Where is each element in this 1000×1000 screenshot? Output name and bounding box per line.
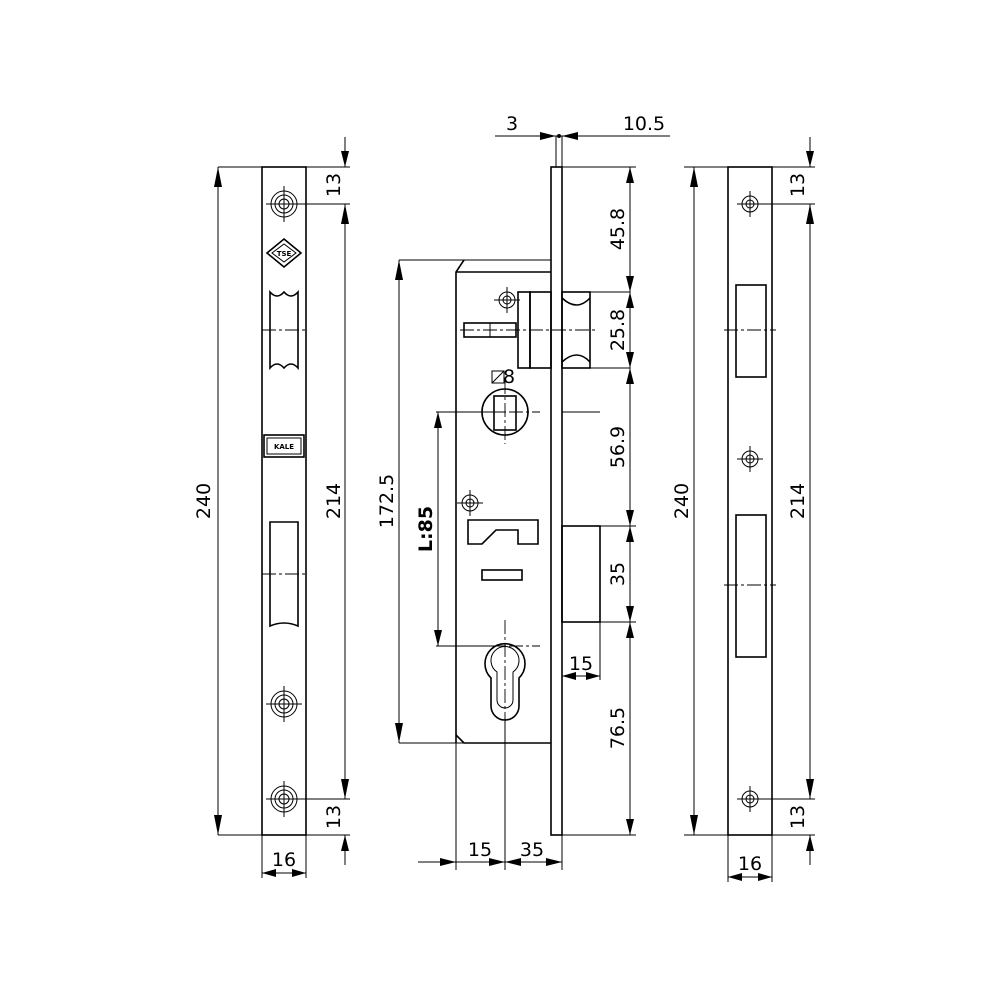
svg-text:16: 16 bbox=[738, 853, 762, 875]
svg-text:13: 13 bbox=[787, 805, 809, 829]
right-dim-13-bottom: 13 bbox=[787, 805, 814, 865]
right-strike-plate: 240 214 13 13 16 bbox=[671, 137, 815, 882]
svg-text:214: 214 bbox=[787, 483, 809, 519]
svg-text:240: 240 bbox=[671, 483, 693, 519]
left-dim-13-top: 13 bbox=[323, 137, 349, 197]
dim-25-8: 25.8 bbox=[607, 292, 634, 368]
svg-text:45.8: 45.8 bbox=[607, 208, 629, 250]
svg-text:13: 13 bbox=[787, 173, 809, 197]
right-latch-opening bbox=[724, 284, 776, 378]
right-dim-16: 16 bbox=[728, 853, 772, 881]
dim-76-5: 76.5 bbox=[607, 622, 634, 835]
lock-body: 8 3 10.5 bbox=[376, 113, 670, 870]
bolt-slot bbox=[481, 569, 523, 581]
left-dim-16: 16 bbox=[262, 849, 306, 877]
right-dim-13-top: 13 bbox=[787, 137, 814, 197]
svg-text:13: 13 bbox=[323, 805, 345, 829]
dim-bolt-throw: 15 bbox=[562, 622, 601, 680]
svg-text:76.5: 76.5 bbox=[607, 707, 629, 749]
svg-text:15: 15 bbox=[569, 653, 593, 675]
left-latch-opening bbox=[262, 289, 306, 371]
dim-center-distance: L:85 bbox=[415, 411, 505, 647]
dim-backset: 15 35 bbox=[418, 718, 563, 870]
dim-45-8: 45.8 bbox=[607, 167, 634, 292]
right-bolt-opening bbox=[724, 514, 776, 658]
left-middle-screw-hole bbox=[265, 685, 303, 723]
deadbolt bbox=[561, 525, 601, 623]
svg-text:56.9: 56.9 bbox=[607, 426, 629, 468]
spindle-hub: 8 bbox=[440, 366, 540, 444]
left-dim-13-bottom: 13 bbox=[323, 805, 349, 865]
right-dim-240: 240 bbox=[671, 167, 698, 835]
dim-top-thickness: 3 10.5 bbox=[495, 113, 670, 140]
left-bolt-opening bbox=[262, 521, 306, 628]
svg-text:13: 13 bbox=[323, 173, 345, 197]
svg-text:35: 35 bbox=[520, 839, 544, 861]
kale-logo: KALE bbox=[263, 434, 305, 458]
svg-text:35: 35 bbox=[607, 562, 629, 586]
dim-35: 35 bbox=[607, 526, 634, 622]
right-middle-screw-hole bbox=[736, 445, 764, 473]
left-faceplate: TSE KALE 240 bbox=[193, 137, 350, 878]
svg-text:8: 8 bbox=[503, 366, 515, 388]
svg-text:16: 16 bbox=[272, 849, 296, 871]
svg-text:240: 240 bbox=[193, 483, 215, 519]
cam bbox=[456, 489, 539, 545]
svg-text:3: 3 bbox=[506, 113, 518, 135]
latch bbox=[460, 286, 630, 369]
svg-text:L:85: L:85 bbox=[415, 506, 437, 552]
svg-text:25.8: 25.8 bbox=[607, 309, 629, 351]
svg-text:TSE: TSE bbox=[277, 250, 292, 258]
dim-172-5: 172.5 bbox=[376, 260, 403, 743]
right-dim-214: 214 bbox=[787, 204, 814, 799]
svg-text:KALE: KALE bbox=[274, 443, 294, 451]
tse-logo: TSE bbox=[265, 237, 303, 269]
svg-text:172.5: 172.5 bbox=[376, 474, 398, 528]
cylinder-hole bbox=[440, 620, 540, 721]
left-dim-240: 240 bbox=[193, 167, 222, 835]
dim-56-9: 56.9 bbox=[607, 368, 634, 526]
svg-text:214: 214 bbox=[323, 483, 345, 519]
svg-text:10.5: 10.5 bbox=[623, 113, 665, 135]
svg-text:15: 15 bbox=[468, 839, 492, 861]
left-dim-214: 214 bbox=[323, 204, 349, 799]
